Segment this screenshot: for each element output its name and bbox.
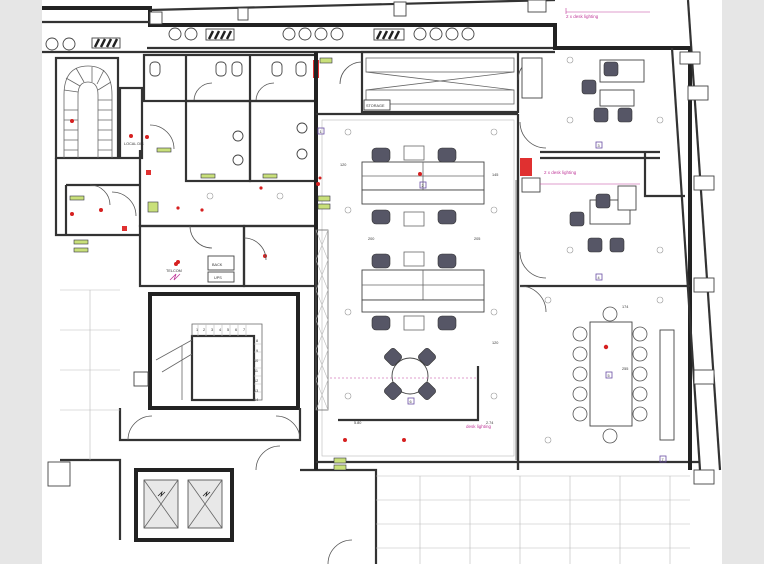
electrical-points — [70, 172, 609, 442]
telecom-rooms: TELCOM BACK UPS — [138, 224, 318, 288]
svg-text:5: 5 — [608, 374, 610, 378]
svg-text:8: 8 — [256, 339, 258, 343]
svg-text:14: 14 — [254, 398, 258, 402]
svg-text:7: 7 — [243, 328, 245, 332]
cupboards — [315, 229, 329, 411]
desk-cluster-2 — [361, 251, 485, 331]
central-stair: 1 2 3 4 5 6 7 8 9 10 11 12 13 14 — [133, 292, 300, 410]
svg-text:2 x desk lighting: 2 x desk lighting — [566, 14, 599, 19]
svg-text:6: 6 — [235, 328, 237, 332]
green-tags — [317, 57, 347, 471]
back-label: BACK — [212, 263, 223, 267]
svg-text:11: 11 — [254, 369, 258, 373]
round-table — [384, 348, 436, 400]
dimension-labels: 120 200 205 145 174 255 120 5.80 2.74 — [340, 163, 628, 425]
svg-text:120: 120 — [340, 163, 346, 167]
svg-text:2 x desk lighting: 2 x desk lighting — [544, 170, 577, 175]
svg-text:205: 205 — [474, 237, 480, 241]
svg-text:9: 9 — [256, 349, 258, 353]
storage-label: STORAGE — [366, 104, 385, 108]
svg-text:2: 2 — [422, 184, 424, 188]
svg-text:3: 3 — [598, 144, 600, 148]
svg-text:6: 6 — [410, 400, 412, 404]
svg-text:145: 145 — [492, 173, 498, 177]
lighting-notes: 2 x desk lighting 2 x desk lighting desk… — [330, 8, 650, 429]
svg-text:3: 3 — [211, 328, 213, 332]
ups-label: UPS — [214, 276, 222, 280]
svg-text:13: 13 — [254, 389, 258, 393]
svg-text:1: 1 — [196, 328, 198, 332]
wall-vents — [45, 27, 475, 51]
svg-text:4: 4 — [598, 276, 600, 280]
lift-lobby — [60, 408, 378, 564]
local-dis-label: LOCAL DIS — [124, 142, 144, 146]
telecom-label: TELCOM — [166, 269, 182, 273]
svg-text:1: 1 — [320, 130, 322, 134]
svg-text:12: 12 — [254, 379, 258, 383]
svg-text:4: 4 — [219, 328, 221, 332]
room-tags: 1 2 3 4 5 6 7 — [317, 127, 667, 463]
svg-text:174: 174 — [622, 305, 628, 309]
exterior-grid — [47, 289, 690, 564]
ceiling-symbols — [206, 56, 664, 444]
desk-cluster-1 — [361, 145, 485, 227]
right-offices — [516, 0, 722, 485]
stair-numbers: 1 2 3 4 5 6 7 8 9 10 11 12 13 14 — [196, 328, 258, 402]
svg-text:2.74: 2.74 — [486, 421, 493, 425]
svg-text:10: 10 — [254, 359, 258, 363]
floor-plan: LOCAL DIS — [42, 0, 722, 564]
svg-text:120: 120 — [492, 341, 498, 345]
svg-text:desk lighting: desk lighting — [466, 424, 492, 429]
svg-text:7: 7 — [662, 458, 664, 462]
svg-text:5.80: 5.80 — [354, 421, 361, 425]
floor-plan-sheet: LOCAL DIS — [42, 0, 722, 564]
left-stair: LOCAL DIS — [54, 56, 144, 160]
wc-block — [142, 53, 319, 213]
svg-text:5: 5 — [227, 328, 229, 332]
svg-text:200: 200 — [368, 237, 374, 241]
svg-text:255: 255 — [622, 367, 628, 371]
svg-text:2: 2 — [203, 328, 205, 332]
